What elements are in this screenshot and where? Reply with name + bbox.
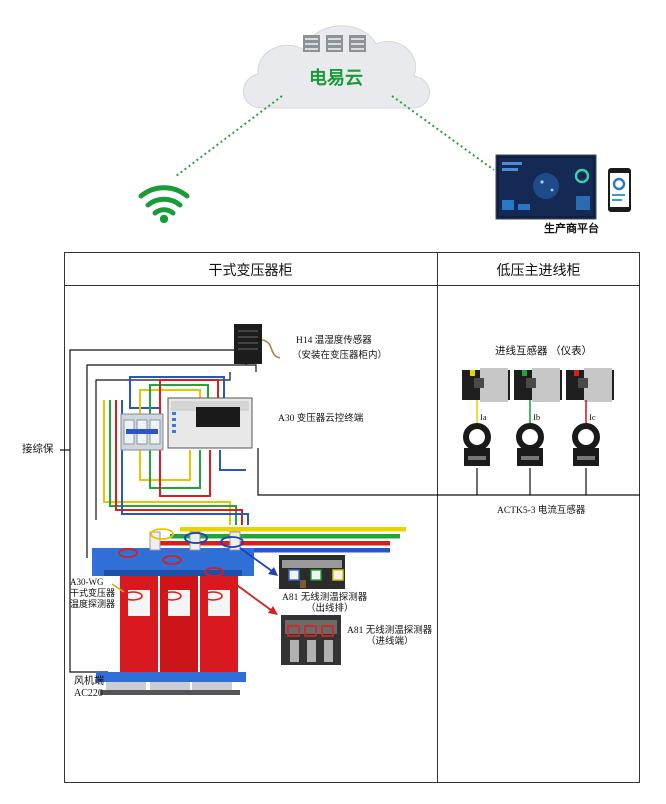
actk-ct-b <box>516 423 544 466</box>
a30wg-label-3: 温度探测器 <box>70 599 116 609</box>
a30-terminal-label: A30 变压器云控终端 <box>278 414 364 424</box>
a30wg-label-1: A30-WG <box>70 577 104 587</box>
a81-outbus-photo <box>279 555 345 589</box>
actk-ct-c <box>572 423 600 466</box>
bus-bar-red <box>160 541 390 546</box>
network-topology <box>138 25 631 224</box>
server-icon <box>303 35 366 52</box>
a81-outbus-label-1: A81 无线测温探测器 <box>282 593 368 603</box>
dashboard-monitor-icon <box>495 154 597 220</box>
meter-ct-a <box>462 368 510 402</box>
phase-b-label: Ib <box>533 412 541 422</box>
a81-outbus-label-2: （出线排） <box>306 604 354 614</box>
a81-incoming-photo <box>281 615 341 665</box>
fan-label-2: AC220 <box>74 688 103 699</box>
header-low-voltage-incoming-cabinet: 低压主进线柜 <box>496 263 581 279</box>
a30wg-label-2: 干式变压器 <box>70 588 116 598</box>
cloud-label: 电易云 <box>309 68 363 89</box>
bus-bar-green <box>170 534 400 539</box>
cloud-icon <box>242 25 430 109</box>
platform-label: 生产商平台 <box>544 222 599 235</box>
fan-label-1: 风机端 <box>74 676 104 687</box>
header-dry-transformer-cabinet: 干式变压器柜 <box>208 263 293 279</box>
circuit-breaker <box>120 413 164 451</box>
bus-bar-yellow <box>180 527 406 532</box>
meter-ct-b <box>514 368 562 402</box>
ground-protection-label: 接综保 <box>22 444 54 455</box>
phase-a-label: Ia <box>480 412 487 422</box>
phase-c-label: Ic <box>589 412 596 422</box>
meter-ct-c <box>566 368 614 402</box>
a30-cloud-terminal-device <box>167 397 253 449</box>
h14-sensor-label-2: （安装在变压器柜内） <box>292 351 388 361</box>
phone-icon <box>608 168 631 212</box>
wifi-icon <box>138 185 190 216</box>
a81-incoming-label-1: A81 无线测温探测器 <box>347 626 433 636</box>
cloud-to-platform-link <box>391 95 495 171</box>
actk-ct-a <box>463 423 491 466</box>
cloud-to-wifi-link <box>175 95 283 177</box>
h14-sensor-label-1: H14 温湿度传感器 <box>296 336 372 346</box>
bus-bar-blue <box>150 548 390 553</box>
a81-incoming-label-2: （进线端） <box>366 637 414 647</box>
meter-ct-label: 进线互感器 （仪表） <box>495 346 593 357</box>
actk-ct-label: ACTK5-3 电流互感器 <box>497 506 586 516</box>
h14-humidity-sensor-device <box>234 324 281 364</box>
